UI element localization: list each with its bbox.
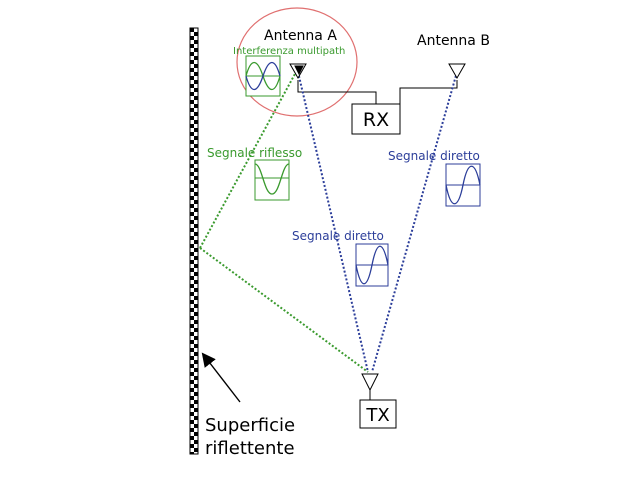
tx-box <box>359 399 397 429</box>
tx-antenna-icon <box>361 373 379 400</box>
direct-signal-label-b: Segnale diretto <box>388 149 480 163</box>
antenna-a-label: Antenna A <box>264 28 337 44</box>
reflected-path-up <box>199 71 297 249</box>
antenna-b-icon <box>448 63 466 80</box>
surface-label-line1: Superficie <box>205 415 295 436</box>
rx-wiring <box>297 80 458 104</box>
rx-label: RX <box>363 109 389 131</box>
reflected-wave-icon <box>254 159 290 201</box>
tx-label: TX <box>365 405 389 426</box>
antenna-b-label: Antenna B <box>417 33 490 49</box>
rx-box <box>351 103 401 135</box>
interference-label: Interferenza multipath <box>233 46 345 57</box>
direct-path-a <box>297 71 369 373</box>
direct-wave-icon-b <box>445 163 481 207</box>
surface-label-line2: riflettente <box>205 438 295 459</box>
reflected-signal-label: Segnale riflesso <box>207 146 302 160</box>
signal-paths <box>199 71 458 373</box>
interference-circle <box>236 7 358 117</box>
interference-wave-icon <box>245 55 281 97</box>
direct-signal-label-a: Segnale diretto <box>292 229 384 243</box>
antenna-a-icon <box>289 63 307 80</box>
direct-wave-icon-a <box>355 243 389 287</box>
surface-arrow-icon <box>201 352 241 403</box>
reflected-path-down <box>199 247 369 373</box>
reflective-surface <box>189 27 199 455</box>
